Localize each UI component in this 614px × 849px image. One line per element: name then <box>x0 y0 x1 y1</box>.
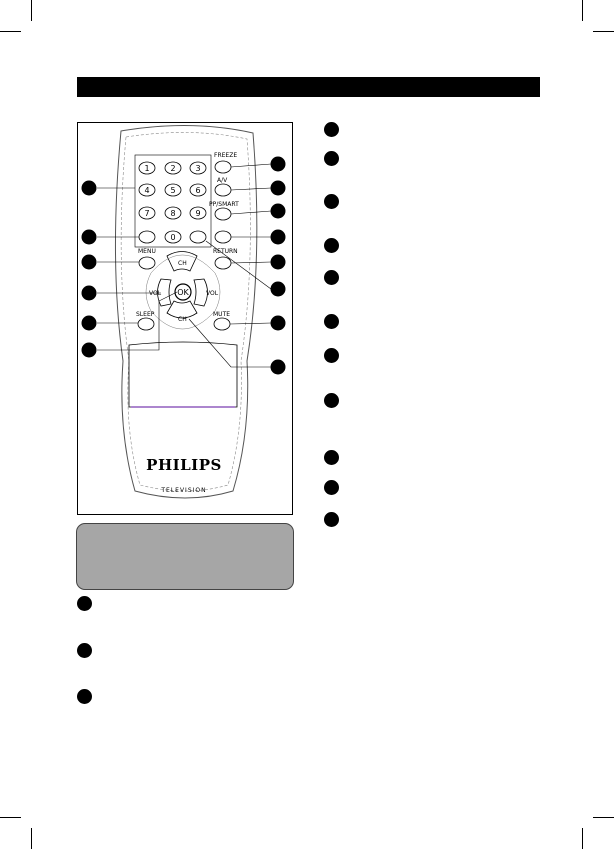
freeze-button[interactable] <box>214 160 232 174</box>
digit-button-9[interactable] <box>189 206 207 220</box>
digit-button-4[interactable] <box>138 183 156 197</box>
digit-label: 5 <box>170 186 175 195</box>
list-bullet <box>77 689 92 704</box>
callout-lines <box>97 163 272 368</box>
digit-label: 4 <box>144 186 149 195</box>
remote-body-inner <box>120 132 251 492</box>
digit-label: 7 <box>144 209 149 218</box>
return-label: RETURN <box>213 248 238 255</box>
digit-button-3[interactable] <box>189 161 207 175</box>
digit-label: 0 <box>170 233 175 242</box>
remote-control-illustration: 1 2 3 4 5 6 7 8 9 0 FREEZE A/V PP/SMART … <box>81 125 286 499</box>
crop-mark <box>31 828 32 849</box>
crop-mark <box>0 817 21 818</box>
channel-down-label: CH <box>178 316 187 323</box>
digit-button-6[interactable] <box>189 183 207 197</box>
freeze-label: FREEZE <box>214 152 237 159</box>
teletext-button[interactable] <box>214 230 232 244</box>
volume-down-label: VOL <box>149 290 162 297</box>
av-label: A/V <box>217 177 228 184</box>
list-bullet <box>324 450 339 465</box>
number-pad-bracket <box>134 154 212 248</box>
list-bullet <box>324 393 339 408</box>
digit-label: 2 <box>170 164 175 173</box>
digit-button-2[interactable] <box>164 161 182 175</box>
list-bullet <box>324 194 339 209</box>
digit-label: 9 <box>195 209 200 218</box>
return-button[interactable] <box>214 256 232 270</box>
ok-button[interactable] <box>174 283 192 301</box>
digit-button-5[interactable] <box>164 183 182 197</box>
remote-illustration-frame: 1 2 3 4 5 6 7 8 9 0 FREEZE A/V PP/SMART … <box>77 122 293 515</box>
list-bullet <box>324 238 339 253</box>
list-bullet <box>324 314 339 329</box>
crop-mark <box>593 817 614 818</box>
menu-label: MENU <box>138 248 156 255</box>
av-button[interactable] <box>214 183 232 197</box>
digit-button-0[interactable] <box>164 230 182 244</box>
digit-label: 6 <box>195 186 200 195</box>
channel-up-label: CH <box>178 260 187 267</box>
crop-mark <box>31 0 32 21</box>
volume-up-label: VOL <box>206 290 219 297</box>
channel-down-button[interactable] <box>166 300 198 319</box>
crop-mark <box>593 31 614 32</box>
sleep-button[interactable] <box>137 317 155 331</box>
list-bullet <box>324 480 339 495</box>
digit-button-7[interactable] <box>138 206 156 220</box>
brand-logo: PHILIPS <box>146 456 222 474</box>
crop-mark <box>0 31 21 32</box>
channel-up-button[interactable] <box>166 251 198 272</box>
list-bullet <box>324 348 339 363</box>
mute-label: MUTE <box>213 311 230 318</box>
ok-label: OK <box>177 288 189 297</box>
list-bullet <box>324 512 339 527</box>
remote-body <box>114 125 258 499</box>
list-bullet <box>77 643 92 658</box>
smart-picture-button[interactable] <box>214 207 232 221</box>
note-box <box>76 523 294 590</box>
digit-label: 3 <box>195 164 200 173</box>
list-bullet <box>324 151 339 166</box>
nav-ring <box>145 254 221 330</box>
product-label: TELEVISION <box>160 487 206 494</box>
number-pad: 1 2 3 4 5 6 7 8 9 0 <box>138 161 207 244</box>
list-bullet <box>77 596 92 611</box>
crop-mark <box>582 828 583 849</box>
pp-label: PP/SMART <box>209 201 239 208</box>
digit-label: 8 <box>170 209 175 218</box>
digit-button-1[interactable] <box>138 161 156 175</box>
volume-down-button[interactable] <box>157 278 172 307</box>
volume-up-button[interactable] <box>193 278 208 307</box>
section-header-bar <box>77 77 540 97</box>
sleep-label: SLEEP <box>136 311 155 318</box>
crop-mark <box>582 0 583 21</box>
digit-label: 1 <box>144 164 149 173</box>
menu-button[interactable] <box>138 256 156 270</box>
callout-bullets <box>81 156 286 375</box>
list-bullet <box>324 122 339 137</box>
lower-panel <box>128 341 238 408</box>
index-button[interactable] <box>189 230 207 244</box>
list-bullet <box>324 270 339 285</box>
digit-button-8[interactable] <box>164 206 182 220</box>
scroll-button[interactable] <box>138 230 156 244</box>
mute-button[interactable] <box>213 317 231 331</box>
